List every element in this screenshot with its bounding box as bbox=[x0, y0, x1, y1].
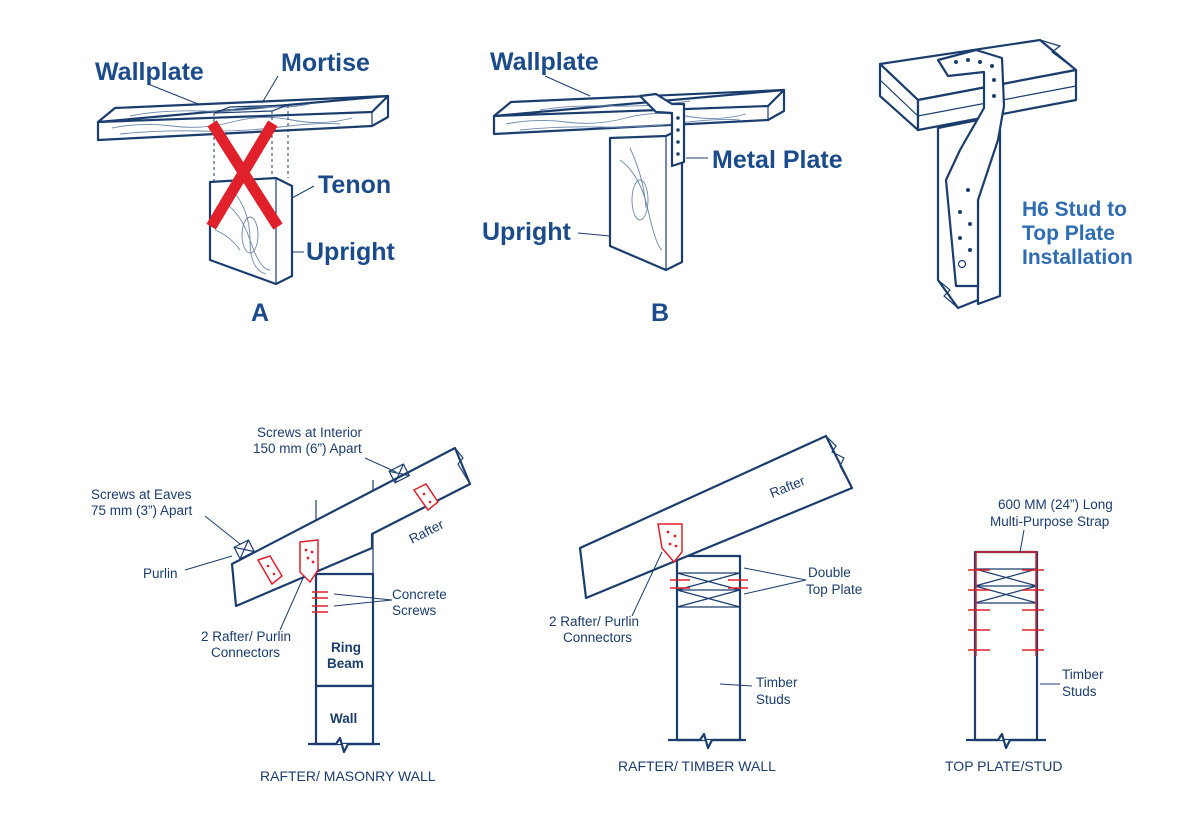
metal-plate-strap bbox=[638, 92, 686, 168]
caption-b: B bbox=[651, 299, 669, 327]
tenon-label: Tenon bbox=[318, 171, 391, 199]
wallplate-beam-a bbox=[96, 94, 390, 142]
timber-studs-label-2: Studs bbox=[756, 692, 791, 707]
panel-h6: H6 Stud to Top Plate Installation bbox=[878, 38, 1133, 310]
mortise-label: Mortise bbox=[281, 49, 370, 77]
wallplate-beam-b bbox=[492, 88, 786, 136]
screws-interior-label-1: Screws at Interior bbox=[257, 425, 363, 440]
panel-b: Wallplate Metal Plate Upright B bbox=[482, 48, 843, 327]
connectors-label-masonry-1: 2 Rafter/ Purlin bbox=[201, 629, 291, 644]
h6-label-line3: Installation bbox=[1022, 246, 1133, 269]
topplate-studs-label-2: Studs bbox=[1062, 684, 1097, 699]
multi-purpose-strap bbox=[968, 551, 1044, 656]
metal-plate-label: Metal Plate bbox=[712, 146, 843, 174]
h6-connector-strap bbox=[936, 48, 1006, 288]
strap-label-2: Multi-Purpose Strap bbox=[990, 514, 1109, 529]
rafter-masonry bbox=[230, 446, 472, 608]
timber-studs-label-1: Timber bbox=[756, 675, 798, 690]
wallplate-label-b: Wallplate bbox=[490, 48, 599, 76]
caption-timber: RAFTER/ TIMBER WALL bbox=[618, 758, 776, 774]
rafter-label-masonry: Rafter bbox=[407, 516, 447, 546]
rafter-purlin-connector-icon bbox=[256, 483, 440, 586]
caption-masonry: RAFTER/ MASONRY WALL bbox=[260, 768, 436, 784]
purlin-blocks bbox=[233, 463, 411, 560]
caption-a: A bbox=[251, 299, 269, 327]
panel-top-plate-stud: 600 MM (24”) Long Multi-Purpose Strap Ti… bbox=[945, 497, 1113, 774]
screws-eaves-label-1: Screws at Eaves bbox=[91, 487, 192, 502]
timber-screws bbox=[670, 579, 748, 589]
timber-connector-icon bbox=[657, 523, 683, 564]
ring-beam-label-2: Beam bbox=[327, 656, 364, 671]
wall-label: Wall bbox=[330, 711, 357, 726]
concrete-screws-label-1: Concrete bbox=[392, 587, 447, 602]
x-mark-icon bbox=[206, 120, 283, 230]
screws-eaves-label-2: 75 mm (3”) Apart bbox=[91, 503, 193, 518]
screws-interior-label-2: 150 mm (6”) Apart bbox=[253, 441, 362, 456]
strap-label-1: 600 MM (24”) Long bbox=[998, 497, 1113, 512]
wallplate-label-a: Wallplate bbox=[95, 58, 204, 86]
caption-topplate: TOP PLATE/STUD bbox=[945, 758, 1062, 774]
panel-a: Wallplate Mortise Tenon Upright A bbox=[95, 49, 396, 327]
connectors-label-timber-1: 2 Rafter/ Purlin bbox=[549, 614, 639, 629]
rafter-timber bbox=[578, 434, 854, 600]
panel-rafter-masonry: Screws at Interior 150 mm (6”) Apart Scr… bbox=[91, 425, 472, 784]
upright-label-b: Upright bbox=[482, 218, 572, 246]
upright-b bbox=[608, 126, 684, 272]
panel-rafter-timber: Rafter Double Top Plate 2 Rafter/ Purlin… bbox=[549, 434, 862, 774]
connectors-label-masonry-2: Connectors bbox=[211, 645, 280, 660]
h6-label-line2: Top Plate bbox=[1022, 222, 1115, 245]
ring-beam-label-1: Ring bbox=[331, 640, 361, 655]
h6-label-line1: H6 Stud to bbox=[1022, 198, 1127, 221]
concrete-screws bbox=[312, 591, 328, 613]
upright-label-a: Upright bbox=[306, 238, 396, 266]
double-top-plate-label-1: Double bbox=[808, 565, 851, 580]
connectors-label-timber-2: Connectors bbox=[563, 630, 632, 645]
timber-wall bbox=[668, 554, 746, 750]
topplate-studs-label-1: Timber bbox=[1062, 667, 1104, 682]
purlin-label: Purlin bbox=[143, 566, 178, 581]
double-top-plate-label-2: Top Plate bbox=[806, 582, 862, 597]
concrete-screws-label-2: Screws bbox=[392, 603, 437, 618]
